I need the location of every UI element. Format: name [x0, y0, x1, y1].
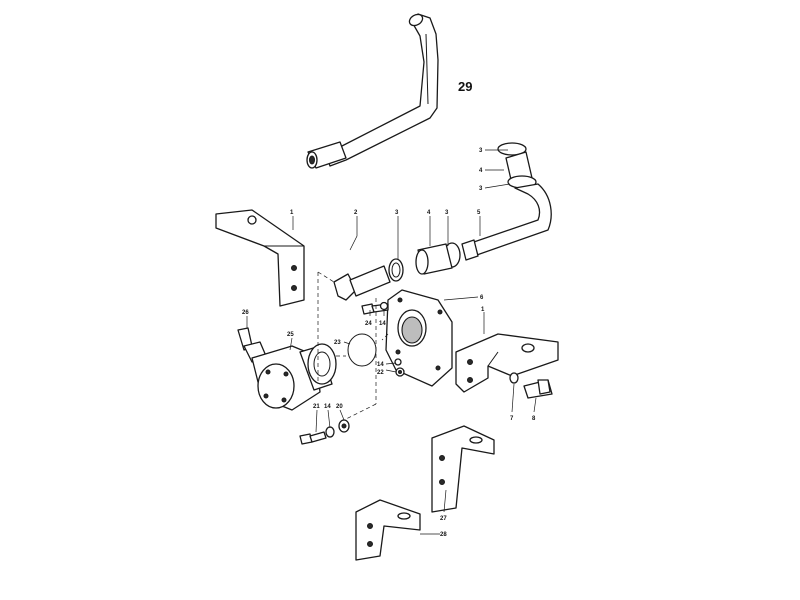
- label-20: 20: [336, 404, 343, 410]
- water-pump: [237, 327, 337, 411]
- label-24: 24: [365, 321, 372, 327]
- label-23: 23: [334, 340, 341, 346]
- bracket-27: [431, 425, 495, 513]
- bracket-28: [355, 499, 421, 561]
- label-28: 28: [440, 532, 447, 538]
- small-hardware-22: [394, 358, 405, 377]
- label-27: 27: [440, 516, 447, 522]
- bracket-upper-left: [215, 209, 305, 307]
- part-labels: 1 2 3 4 3 5 3 4 3 6 1 24 14 26 25 23 14 …: [242, 148, 536, 538]
- label-26: 26: [242, 310, 249, 316]
- leader-lines: [246, 149, 537, 535]
- label-3b: 3: [445, 210, 449, 216]
- label-4a: 4: [427, 210, 431, 216]
- hose-assembly-right: [415, 142, 552, 275]
- elbow-hose: [333, 258, 404, 301]
- label-1a: 1: [290, 210, 294, 216]
- label-5: 5: [477, 210, 481, 216]
- o-ring: [347, 333, 377, 367]
- label-3d: 3: [479, 186, 483, 192]
- bracket-right: [455, 333, 559, 399]
- pump-housing: [385, 289, 453, 387]
- label-14c: 14: [324, 404, 331, 410]
- label-7: 7: [510, 416, 514, 422]
- label-6: 6: [480, 295, 484, 301]
- label-3c: 3: [479, 148, 483, 154]
- assembly-lines: [317, 271, 389, 421]
- label-25: 25: [287, 332, 294, 338]
- label-22: 22: [377, 370, 384, 376]
- label-3a: 3: [395, 210, 399, 216]
- label-8: 8: [532, 416, 536, 422]
- label-21: 21: [313, 404, 320, 410]
- bolt-21: [299, 419, 350, 445]
- label-14a: 14: [379, 321, 386, 327]
- label-2: 2: [354, 210, 358, 216]
- label-14b: 14: [377, 362, 384, 368]
- bent-pipe: [306, 13, 439, 169]
- label-4b: 4: [479, 168, 483, 174]
- label-1b: 1: [481, 307, 485, 313]
- page-number: 29: [458, 79, 472, 94]
